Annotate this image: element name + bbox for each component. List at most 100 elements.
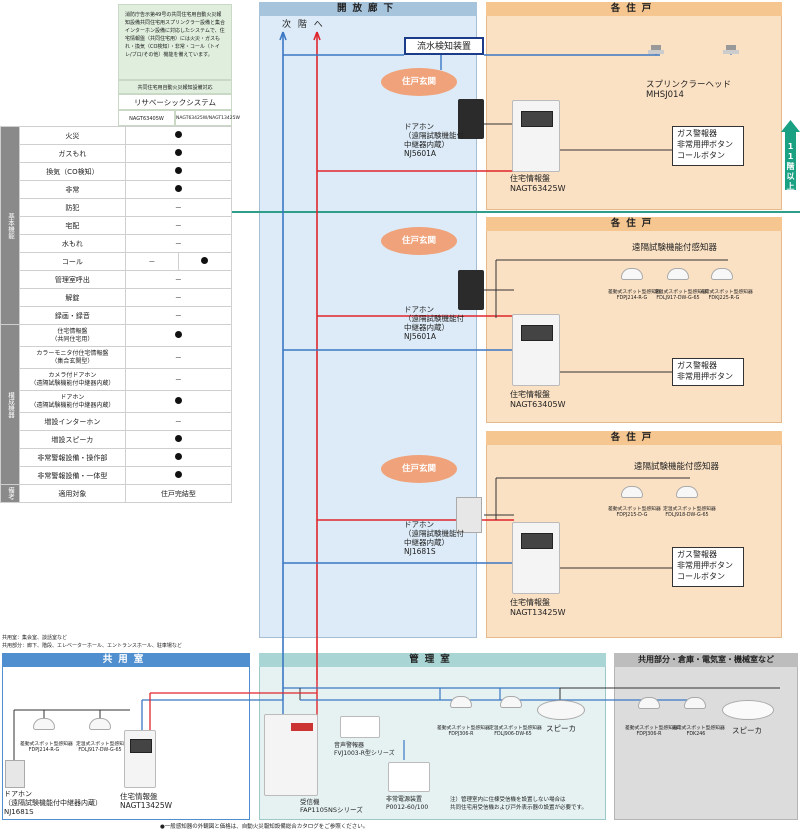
detector-3b — [676, 486, 698, 498]
bubun-header: 共用部分・倉庫・電気室・機械室など — [614, 653, 798, 667]
spec-description: 消防庁告示第49号の共同住宅用自動火災報知設備共同住宅用スプリンクラー設備と集合… — [118, 4, 232, 80]
kyoyo-note-1: 共用室：集会室、談話室など — [2, 635, 68, 641]
kyoyo-doorphone-label: ドアホン （遠隔試験機能付中継器内蔵）NJ1681S — [4, 790, 102, 816]
alarm-box-1: ガス警報器 非常用押ボタン コールボタン — [672, 126, 744, 166]
kanri-detector-b — [500, 696, 522, 708]
detector-2a — [621, 268, 643, 280]
kanri-detector-a — [450, 696, 472, 708]
kyoyo-doorphone — [5, 760, 25, 788]
spec-col2: NAGT63425W/NAGT13425W — [175, 110, 240, 126]
filled-dot-icon — [174, 331, 182, 338]
kyoyo-header: 共用室 — [2, 653, 250, 667]
spec-row: カメラ付ドアホン （遠隔試験機能付中継器内蔵）－ — [1, 368, 233, 391]
kanri-header: 管理室 — [259, 653, 606, 667]
spec-row: 備考適用対象住戸完結型 — [0, 484, 233, 503]
filled-dot-icon — [174, 131, 182, 138]
sprinkler-head-1 — [648, 42, 664, 54]
corridor-header: 開放廊下 — [259, 2, 477, 16]
detector-3a — [621, 486, 643, 498]
floor-badge: 11階以上 — [781, 120, 800, 191]
fire-receiver — [264, 714, 318, 796]
floor-badge-label: 11階以上 — [786, 142, 795, 191]
spec-row-value: 住戸完結型 — [124, 484, 233, 503]
spec-col1: NAGT63405W — [118, 110, 175, 126]
doorphone-3-label: ドアホン （遠隔試験機能付 中継器内蔵）NJ1681S — [404, 520, 464, 556]
detector-2b — [667, 268, 689, 280]
spec-header-type: 共同住宅用自動火災報知設備対応 — [118, 80, 232, 94]
info-panel-3 — [512, 522, 560, 594]
unit-header-2: 各住戸 — [486, 217, 782, 231]
spec-row: 管理室呼出－ — [1, 270, 233, 289]
spec-row: ドアホン （遠隔試験機能付中継器内蔵） — [1, 390, 233, 413]
filled-dot-icon — [174, 435, 182, 442]
filled-dot-icon — [174, 149, 182, 156]
entrance-3: 住戸玄関 — [381, 455, 457, 483]
spec-row: 非常 — [1, 180, 233, 199]
bubun-detector-a — [638, 697, 660, 709]
filled-dot-icon — [174, 453, 182, 460]
spec-row: 水もれ－ — [1, 234, 233, 253]
unit-header-3: 各住戸 — [486, 431, 782, 445]
doorphone-2-label: ドアホン （遠隔試験機能付 中継器内蔵）NJ5601A — [404, 305, 464, 341]
spec-header-name: リサベーシックシステム — [118, 94, 232, 110]
spec-row: 構成機器住宅情報盤 （共同住宅用） — [0, 324, 233, 485]
bubun-detector-b — [684, 697, 706, 709]
kyoyo-detector-b — [89, 718, 111, 730]
kyoyo-detector-a — [33, 718, 55, 730]
entrance-2: 住戸玄関 — [381, 227, 457, 255]
spec-row: カラーモニタ付住宅情報盤 （集合玄関型）－ — [1, 346, 233, 369]
kanri-speaker-icon — [537, 700, 585, 720]
entrance-1: 住戸玄関 — [381, 68, 457, 96]
doorphone-1-label: ドアホン （遠隔試験機能付 中継器内蔵）NJ5601A — [404, 122, 464, 158]
power-unit — [388, 762, 430, 792]
corridor-zone — [259, 2, 477, 638]
filled-dot-icon — [174, 167, 182, 174]
spec-category-config: 構成機器 — [0, 324, 20, 485]
filled-dot-icon — [174, 471, 182, 478]
footer-note: ●一般感知器の外観図と価格は、自動火災報知設備総合カタログをご参照ください。 — [160, 824, 369, 830]
kyoyo-info-panel — [124, 730, 156, 788]
kyoyo-note-2: 共用部分：廊下、階段、エレベーターホール、エントランスホール、駐車場など — [2, 643, 182, 649]
unit-header-1: 各住戸 — [486, 2, 782, 16]
next-floor-label: 次 階 へ — [282, 20, 325, 30]
filled-dot-icon — [174, 397, 182, 404]
spec-category-note: 備考 — [0, 484, 20, 503]
kanri-note: 注）管理室内に住棟受信機を設置しない場合は 共同住宅用受信機および戸外表示器の設… — [450, 797, 587, 811]
info-panel-2 — [512, 314, 560, 386]
alarm-box-2: ガス警報器 非常用押ボタン — [672, 358, 744, 386]
detectors-2-title: 遠隔試験機能付感知器 — [632, 243, 718, 253]
spec-category-basic: 基本機能 — [0, 126, 20, 325]
voice-alarm-unit — [340, 716, 380, 738]
sprinkler-head-2 — [723, 42, 739, 54]
flow-switch-box: 流水検知装置 — [404, 37, 484, 55]
bubun-speaker-icon — [722, 700, 774, 720]
bubun-zone — [614, 653, 798, 820]
alarm-box-3: ガス警報器 非常用押ボタン コールボタン — [672, 547, 744, 587]
up-arrow-icon — [781, 120, 800, 190]
filled-dot-icon — [174, 185, 182, 192]
bubun-speaker-label: スピーカ — [732, 726, 762, 735]
kanri-speaker-label: スピーカ — [546, 724, 576, 733]
spec-row: ガスもれ — [1, 144, 233, 163]
info-panel-1 — [512, 100, 560, 172]
